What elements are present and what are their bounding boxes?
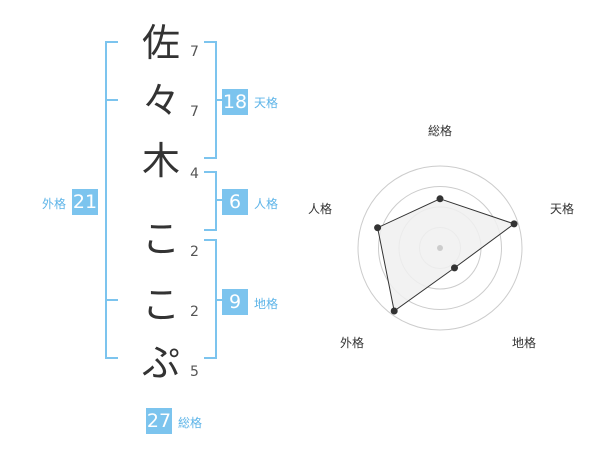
name-char-3: 木 (141, 139, 180, 183)
radar-polygon (377, 198, 516, 312)
radar-label-tenkaku: 天格 (550, 202, 575, 216)
radar-center-dot (437, 245, 443, 251)
radar-chart (357, 165, 523, 331)
radar-point-3 (390, 307, 398, 315)
stroke-count-1: 7 (190, 44, 199, 60)
tenkaku-value: 18 (222, 89, 248, 115)
stroke-count-4: 2 (190, 244, 199, 260)
jinkaku-value: 6 (222, 189, 248, 215)
gaikaku-bracket (105, 41, 118, 359)
radar-ring-4 (357, 165, 523, 331)
chikaku-label: 地格 (254, 297, 279, 311)
radar-point-0 (436, 195, 444, 203)
chikaku-bracket (204, 239, 222, 359)
radar-point-1 (510, 220, 518, 228)
radar-ring-3 (378, 186, 502, 310)
soukaku-value: 27 (146, 408, 172, 434)
name-char-2: 々 (141, 79, 180, 123)
radar-label-soukaku: 総格 (428, 124, 453, 138)
gaikaku-value: 21 (72, 189, 98, 215)
radar-point-4 (374, 224, 382, 232)
gaikaku-label: 外格 (42, 197, 67, 211)
stroke-count-2: 7 (190, 104, 199, 120)
name-char-1: 佐 (141, 21, 180, 65)
radar-point-2 (451, 264, 458, 272)
jinkaku-bracket (204, 171, 222, 231)
stroke-count-3: 4 (190, 166, 199, 182)
radar-label-gaikaku: 外格 (340, 336, 365, 350)
radar-label-chikaku: 地格 (512, 336, 537, 350)
soukaku-label: 総格 (178, 416, 203, 430)
stroke-count-5: 2 (190, 304, 199, 320)
chikaku-value: 9 (222, 289, 248, 315)
stroke-count-6: 5 (190, 364, 199, 380)
tenkaku-label: 天格 (254, 96, 279, 110)
name-char-5: こ (141, 283, 180, 327)
tenkaku-bracket (204, 41, 222, 159)
name-char-4: こ (141, 217, 180, 261)
jinkaku-label: 人格 (254, 197, 279, 211)
radar-label-jinkaku: 人格 (308, 202, 333, 216)
name-char-6: ぷ (141, 341, 180, 385)
